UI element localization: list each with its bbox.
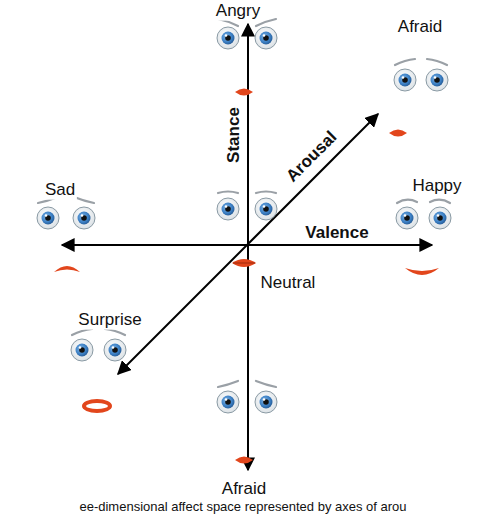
eyebrow bbox=[256, 381, 276, 387]
axis-label: Stance bbox=[225, 105, 244, 165]
axis-label: Afraid bbox=[396, 18, 444, 37]
mouth bbox=[82, 399, 112, 413]
eyebrow bbox=[256, 192, 276, 194]
eye-white bbox=[217, 27, 239, 49]
eye-pupil bbox=[437, 215, 443, 221]
eye-pupil bbox=[45, 215, 51, 221]
faces bbox=[37, 19, 451, 464]
eye-white bbox=[73, 207, 95, 229]
arousal-axis bbox=[118, 114, 378, 374]
mouth bbox=[235, 457, 253, 464]
eye-pupil bbox=[225, 206, 231, 212]
eye-iris bbox=[42, 212, 55, 225]
eye-white bbox=[255, 391, 277, 413]
eyebrow bbox=[427, 59, 447, 65]
eye-pupil bbox=[81, 215, 87, 221]
eye-white bbox=[255, 27, 277, 49]
eye-highlight bbox=[225, 205, 228, 208]
eye-highlight bbox=[402, 76, 405, 79]
eye-pupil bbox=[402, 77, 408, 83]
eyebrow bbox=[397, 200, 417, 203]
mouth-inside bbox=[86, 403, 108, 409]
axis-label: Arousal bbox=[282, 127, 343, 188]
eyebrow bbox=[105, 329, 125, 335]
face bbox=[217, 192, 277, 268]
eye-highlight bbox=[45, 214, 48, 217]
eye-iris bbox=[260, 396, 273, 409]
eye-iris bbox=[399, 74, 412, 87]
face bbox=[396, 200, 451, 275]
eye-pupil bbox=[434, 77, 440, 83]
eye-pupil bbox=[263, 399, 269, 405]
eye-pupil bbox=[79, 347, 85, 353]
eye-white bbox=[396, 207, 418, 229]
eye-white bbox=[426, 69, 448, 91]
eye-pupil bbox=[263, 206, 269, 212]
eye-highlight bbox=[404, 214, 407, 217]
figure-caption: ee-dimensional affect space represented … bbox=[77, 500, 408, 514]
eyebrow bbox=[430, 200, 450, 203]
eye-iris bbox=[434, 212, 447, 225]
eye-white bbox=[429, 207, 451, 229]
axis-label: Afraid bbox=[220, 480, 268, 499]
eye-iris bbox=[401, 212, 414, 225]
eye-white bbox=[394, 69, 416, 91]
eye-white bbox=[71, 339, 93, 361]
face bbox=[217, 381, 277, 464]
eye-highlight bbox=[437, 214, 440, 217]
eye-iris bbox=[222, 396, 235, 409]
eyebrow bbox=[218, 381, 238, 387]
face bbox=[217, 19, 277, 96]
eye-highlight bbox=[81, 214, 84, 217]
axis-label: Happy bbox=[410, 177, 463, 196]
face bbox=[37, 197, 95, 272]
axis-label: Sad bbox=[43, 181, 77, 200]
axis-label: Surprise bbox=[76, 311, 143, 330]
mouth bbox=[389, 130, 407, 137]
eye-highlight bbox=[263, 34, 266, 37]
eye-pupil bbox=[112, 347, 118, 353]
eye-highlight bbox=[434, 76, 437, 79]
eye-white bbox=[37, 207, 59, 229]
eye-iris bbox=[260, 203, 273, 216]
eye-highlight bbox=[225, 398, 228, 401]
eye-highlight bbox=[263, 205, 266, 208]
eye-iris bbox=[222, 32, 235, 45]
mouth-line bbox=[233, 263, 255, 264]
eye-pupil bbox=[404, 215, 410, 221]
axis-label: Valence bbox=[303, 224, 370, 243]
eye-highlight bbox=[225, 34, 228, 37]
eye-white bbox=[217, 391, 239, 413]
face bbox=[389, 59, 448, 137]
eye-pupil bbox=[263, 35, 269, 41]
axis-label: Angry bbox=[214, 2, 262, 21]
eye-iris bbox=[431, 74, 444, 87]
eye-pupil bbox=[225, 399, 231, 405]
mouth bbox=[405, 268, 439, 275]
axes bbox=[62, 24, 432, 470]
eye-iris bbox=[109, 344, 122, 357]
eye-highlight bbox=[112, 346, 115, 349]
eyebrow bbox=[72, 329, 92, 335]
eye-highlight bbox=[79, 346, 82, 349]
eyebrow bbox=[218, 192, 238, 194]
axis-label: Neutral bbox=[259, 274, 318, 293]
eye-highlight bbox=[263, 398, 266, 401]
mouth bbox=[54, 266, 80, 272]
eye-iris bbox=[78, 212, 91, 225]
eye-pupil bbox=[225, 35, 231, 41]
mouth bbox=[232, 259, 256, 267]
eye-iris bbox=[260, 32, 273, 45]
eye-white bbox=[104, 339, 126, 361]
eye-iris bbox=[76, 344, 89, 357]
mouth bbox=[235, 89, 253, 96]
eye-iris bbox=[222, 203, 235, 216]
face bbox=[71, 329, 126, 413]
eye-white bbox=[217, 198, 239, 220]
eye-white bbox=[255, 198, 277, 220]
eyebrow bbox=[395, 59, 415, 65]
